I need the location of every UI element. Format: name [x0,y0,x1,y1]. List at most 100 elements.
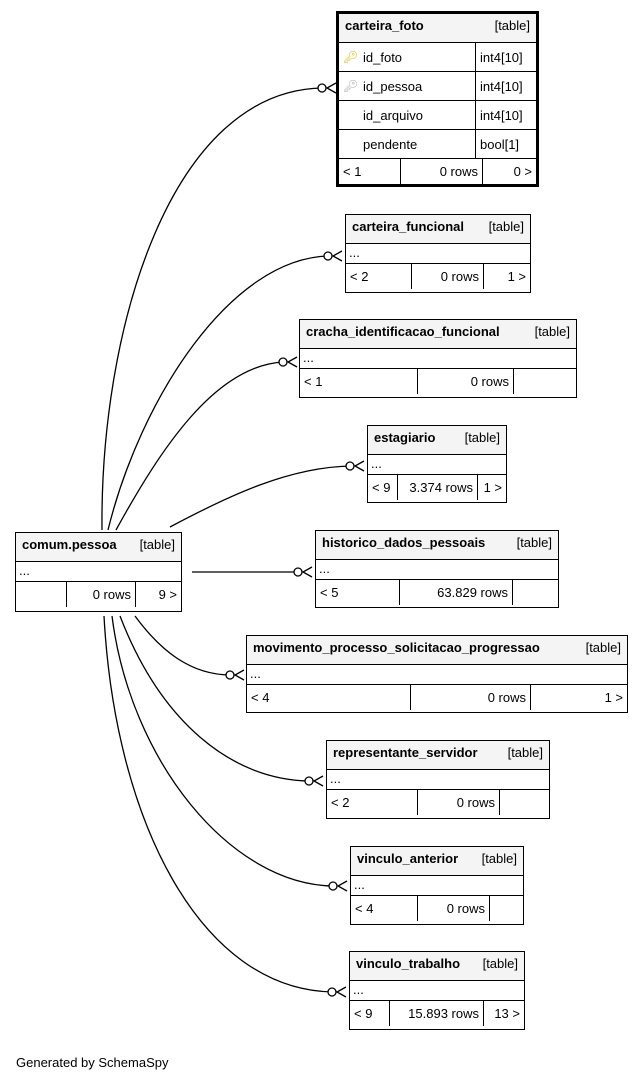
edge-optional-marker [278,357,288,367]
row-count: 0 rows [418,790,500,815]
children-count [513,580,558,605]
columns-ellipsis: ... [16,562,181,582]
edge-optional-marker [304,776,314,786]
table-name: historico_dados_pessoais [322,535,486,550]
edge-carteira-foto [101,87,324,531]
table-type: [table] [494,18,530,33]
edge-crowfoot-marker [301,566,313,578]
table-footer: < 4 0 rows [351,896,523,921]
parents-count [16,582,67,607]
column-datatype: int4[10] [480,49,523,65]
edge-representante-servidor [119,615,311,782]
columns-ellipsis: ... [351,876,523,896]
table-name: movimento_processo_solicitacao_progressa… [253,640,540,655]
columns-ellipsis: ... [247,665,627,685]
table-footer: < 2 0 rows [327,790,549,815]
table-vinculo-trabalho[interactable]: vinculo_trabalho[table] ... < 9 15.893 r… [349,951,525,1030]
edge-optional-marker [317,83,327,93]
children-count[interactable]: 1 > [507,269,526,284]
edge-optional-marker [323,251,333,261]
children-count[interactable]: 1 > [483,480,502,495]
column-name: id_pessoa [363,78,423,94]
row-count: 15.893 rows [390,1001,484,1026]
edge-optional-marker [293,567,303,577]
parents-count[interactable]: < 4 [351,896,418,921]
children-count[interactable]: 1 > [604,690,623,705]
table-type: [table] [482,956,518,971]
column-row: id_arquivo int4[10] [339,101,536,130]
table-type: [table] [481,851,517,866]
table-footer: < 2 0 rows 1 > [346,264,530,289]
parents-count[interactable]: < 4 [247,685,411,710]
table-footer: < 9 15.893 rows 13 > [350,1001,524,1026]
table-type: [table] [488,219,524,234]
column-row: 🔑︎ id_pessoa int4[10] [339,72,536,101]
table-comum-pessoa[interactable]: comum.pessoa [table] ... 0 rows 9 > [15,532,182,612]
parents-count[interactable]: < 2 [346,264,412,289]
edge-movimento-processo [134,615,232,676]
row-count: 3.374 rows [398,475,478,500]
parents-count[interactable]: < 5 [316,580,400,605]
edge-crowfoot-marker [335,986,347,998]
table-vinculo-anterior[interactable]: vinculo_anterior [table] ... < 4 0 rows [350,846,524,925]
edge-optional-marker [225,670,235,680]
row-count: 0 rows [412,264,484,289]
edge-vinculo-trabalho [103,615,334,993]
children-count [500,790,549,815]
columns-ellipsis: ... [316,560,558,580]
table-name: estagiario [374,430,436,445]
parents-count[interactable]: < 9 [350,1001,390,1026]
row-count: 0 rows [418,896,490,921]
row-count: 0 rows [418,369,514,394]
table-historico-dados-pessoais[interactable]: historico_dados_pessoais[table] ... < 5 … [315,530,559,608]
edge-crowfoot-marker [325,82,337,94]
parents-count[interactable]: < 9 [368,475,398,500]
edge-estagiario [169,465,352,528]
column-name: pendente [363,136,418,152]
edge-cracha-identificacao-funcional [115,361,285,531]
column-datatype: int4[10] [480,107,523,123]
table-footer: < 5 63.829 rows [316,580,558,605]
column-datatype: int4[10] [480,78,523,94]
generated-by-label: Generated by SchemaSpy [16,1055,169,1070]
edge-optional-marker [345,461,355,471]
primary-key-icon: 🔑︎ [343,50,359,64]
table-name: carteira_funcional [352,219,464,234]
table-name: vinculo_anterior [357,851,459,866]
columns-ellipsis: ... [327,770,549,790]
table-name: representante_servidor [333,745,478,760]
children-count[interactable]: 13 > [494,1006,520,1021]
table-estagiario[interactable]: estagiario [table] ... < 9 3.374 rows 1 > [367,425,507,503]
foreign-key-icon: 🔑︎ [343,79,359,93]
edge-optional-marker [327,987,337,997]
table-name: comum.pessoa [22,537,117,552]
table-footer: < 9 3.374 rows 1 > [368,475,506,500]
table-type: [table] [534,324,570,339]
table-cracha-identificacao-funcional[interactable]: cracha_identificacao_funcional[table] ..… [299,319,577,398]
edge-optional-marker [328,881,338,891]
table-type: [table] [464,430,500,445]
table-representante-servidor[interactable]: representante_servidor [table] ... < 2 0 … [326,740,550,819]
parents-count[interactable]: < 1 [300,369,418,394]
children-count[interactable]: 0 > [513,164,532,179]
edge-crowfoot-marker [353,460,365,472]
table-type: [table] [585,640,621,655]
edge-crowfoot-marker [331,250,343,262]
table-type: [table] [507,745,543,760]
children-count [514,369,576,394]
edge-crowfoot-marker [336,880,348,892]
row-count: 0 rows [401,159,483,184]
edge-vinculo-anterior [111,615,335,887]
table-movimento-processo-solicitacao-progressao[interactable]: movimento_processo_solicitacao_progressa… [246,635,628,713]
column-name: id_arquivo [363,107,423,123]
table-carteira-foto[interactable]: carteira_foto [table] 🔑︎id_foto int4[10]… [336,11,539,187]
table-footer: < 1 0 rows [300,369,576,394]
columns-ellipsis: ... [368,455,506,475]
table-carteira-funcional[interactable]: carteira_funcional[table] ... < 2 0 rows… [345,214,531,293]
parents-count[interactable]: < 2 [327,790,418,815]
table-footer: < 1 0 rows 0 > [339,159,536,184]
children-count[interactable]: 9 > [158,587,177,602]
edge-carteira-funcional [107,255,330,531]
parents-count[interactable]: < 1 [339,159,401,184]
